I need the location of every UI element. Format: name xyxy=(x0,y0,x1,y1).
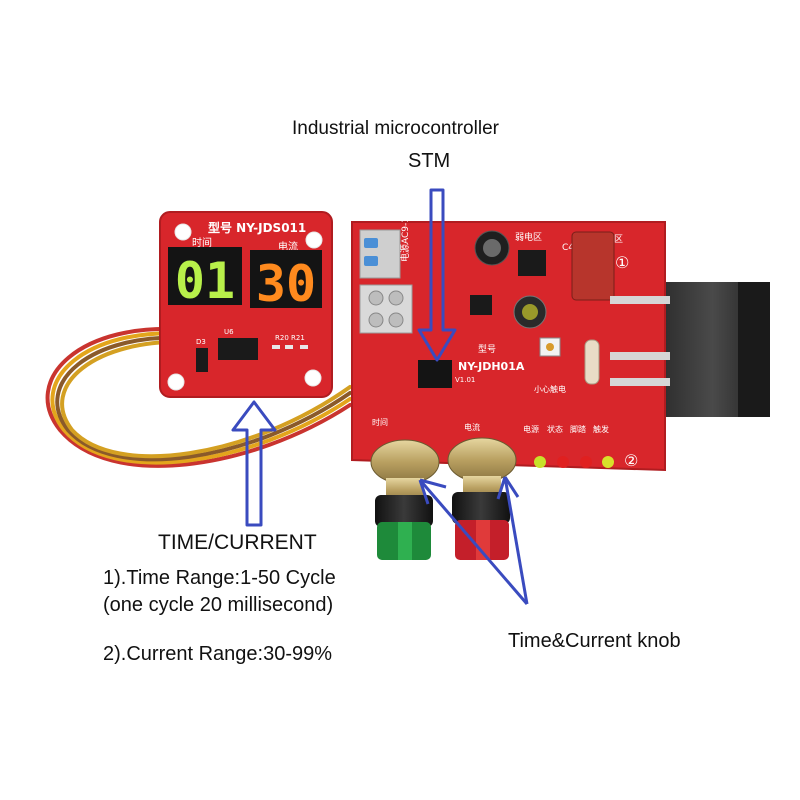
power-resistor xyxy=(584,339,600,385)
pot-current-label: 电流 xyxy=(464,422,480,432)
resistor-ref-label: R20 R21 xyxy=(275,334,305,342)
op-amp-chip xyxy=(470,295,492,315)
time-display xyxy=(168,247,242,305)
mcu-annotation-line1: Industrial microcontroller xyxy=(292,118,499,139)
mounting-hole xyxy=(167,373,185,391)
display-model-label: 型号 NY-JDS011 xyxy=(208,220,306,235)
pot-time-label: 时间 xyxy=(372,417,388,427)
knob-arrow-left xyxy=(418,479,529,605)
main-board: 电源AC9-12V 弱电区 强电区 C4 型号 NY-JDH01A V1.01 … xyxy=(351,204,670,472)
display-driver-chip xyxy=(218,338,258,360)
regulator xyxy=(518,250,546,276)
film-capacitor xyxy=(571,231,615,301)
time-range-line1: 1).Time Range:1-50 Cycle xyxy=(103,567,336,589)
knob-annotation: Time&Current knob xyxy=(508,630,681,652)
output-terminal xyxy=(359,284,413,334)
knob-arrow-right xyxy=(503,476,529,605)
current-potentiometer xyxy=(447,437,517,560)
mounting-hole xyxy=(304,369,322,387)
main-model-caption: 型号 xyxy=(478,344,496,355)
current-display xyxy=(250,250,322,308)
time-potentiometer xyxy=(370,439,440,560)
display-current-caption: 电流 xyxy=(278,240,298,253)
led-power-label: 电源 xyxy=(523,424,539,434)
power-led xyxy=(534,456,546,468)
supply-label: 电源AC9-12V xyxy=(399,204,411,262)
circle-2-label: ② xyxy=(624,451,638,470)
current-display-value: 30 xyxy=(256,255,316,313)
ribbon-cable xyxy=(45,326,352,468)
led-state-label: 状态 xyxy=(547,424,563,434)
time-display-value: 01 xyxy=(175,252,235,310)
weak-zone-label: 弱电区 xyxy=(515,231,542,243)
trigger-led xyxy=(602,456,614,468)
heat-sink xyxy=(655,282,770,417)
led-ref-label: D3 xyxy=(196,338,206,346)
chip-ref-label: U6 xyxy=(224,328,234,336)
mounting-hole xyxy=(174,223,192,241)
display-arrow xyxy=(231,400,277,527)
display-time-caption: 时间 xyxy=(192,236,212,249)
mounting-hole xyxy=(305,231,323,249)
main-model-label: NY-JDH01A xyxy=(458,360,525,373)
current-range-annotation: 2).Current Range:30-99% xyxy=(103,643,333,665)
display-board: 型号 NY-JDS011 时间 电流 01 30 U6 D3 R20 R21 xyxy=(159,211,333,398)
pedal-led xyxy=(580,456,592,468)
state-led xyxy=(557,456,569,468)
time-knob xyxy=(375,495,433,527)
mcu-annotation-line2: STM xyxy=(408,150,451,172)
main-version-label: V1.01 xyxy=(455,376,475,384)
led-trigger-label: 触发 xyxy=(593,424,609,434)
power-terminal xyxy=(359,229,401,279)
led-pedal-label: 脚踏 xyxy=(570,424,586,434)
stm-microcontroller xyxy=(418,360,452,388)
time-range-line2: (one cycle 20 millisecond) xyxy=(103,594,334,616)
current-knob xyxy=(452,492,510,524)
cap-ref-label: C4 xyxy=(562,243,574,253)
caution-label: 小心触电 xyxy=(534,384,566,394)
display-led xyxy=(196,348,208,372)
mcu-arrow xyxy=(417,188,457,362)
time-current-annotation: TIME/CURRENT xyxy=(158,531,317,554)
circle-1-label: ① xyxy=(615,253,629,272)
